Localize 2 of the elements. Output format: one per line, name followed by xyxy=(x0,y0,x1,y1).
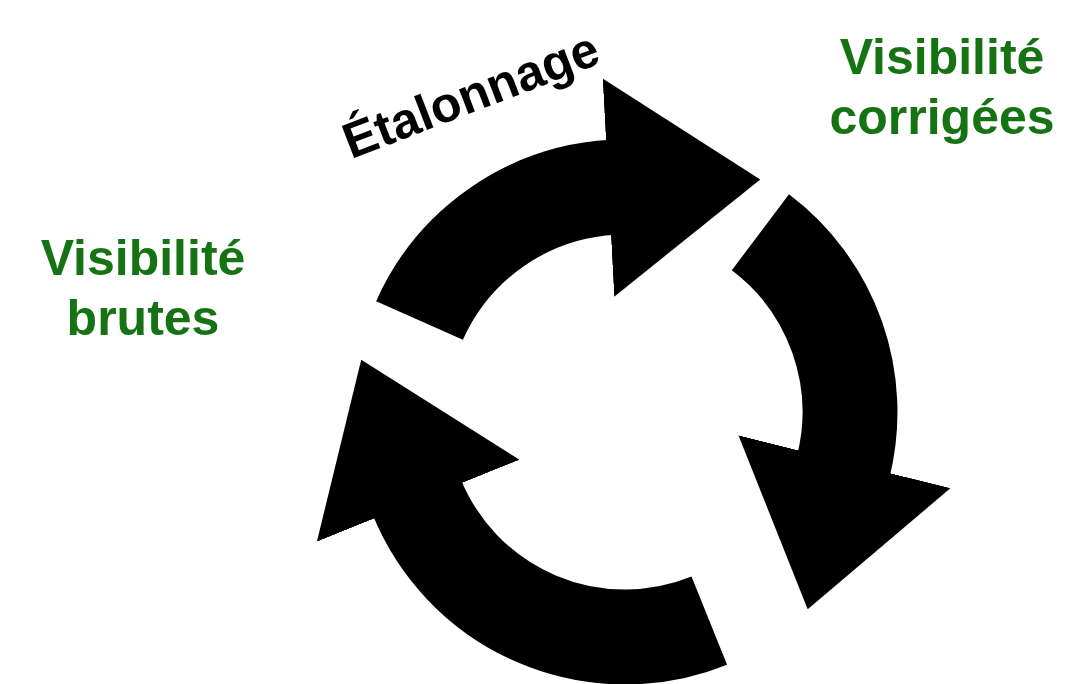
stage-label: Visibilité corrigées xyxy=(828,28,1056,147)
stage-label: Visibilité brutes xyxy=(39,229,247,348)
